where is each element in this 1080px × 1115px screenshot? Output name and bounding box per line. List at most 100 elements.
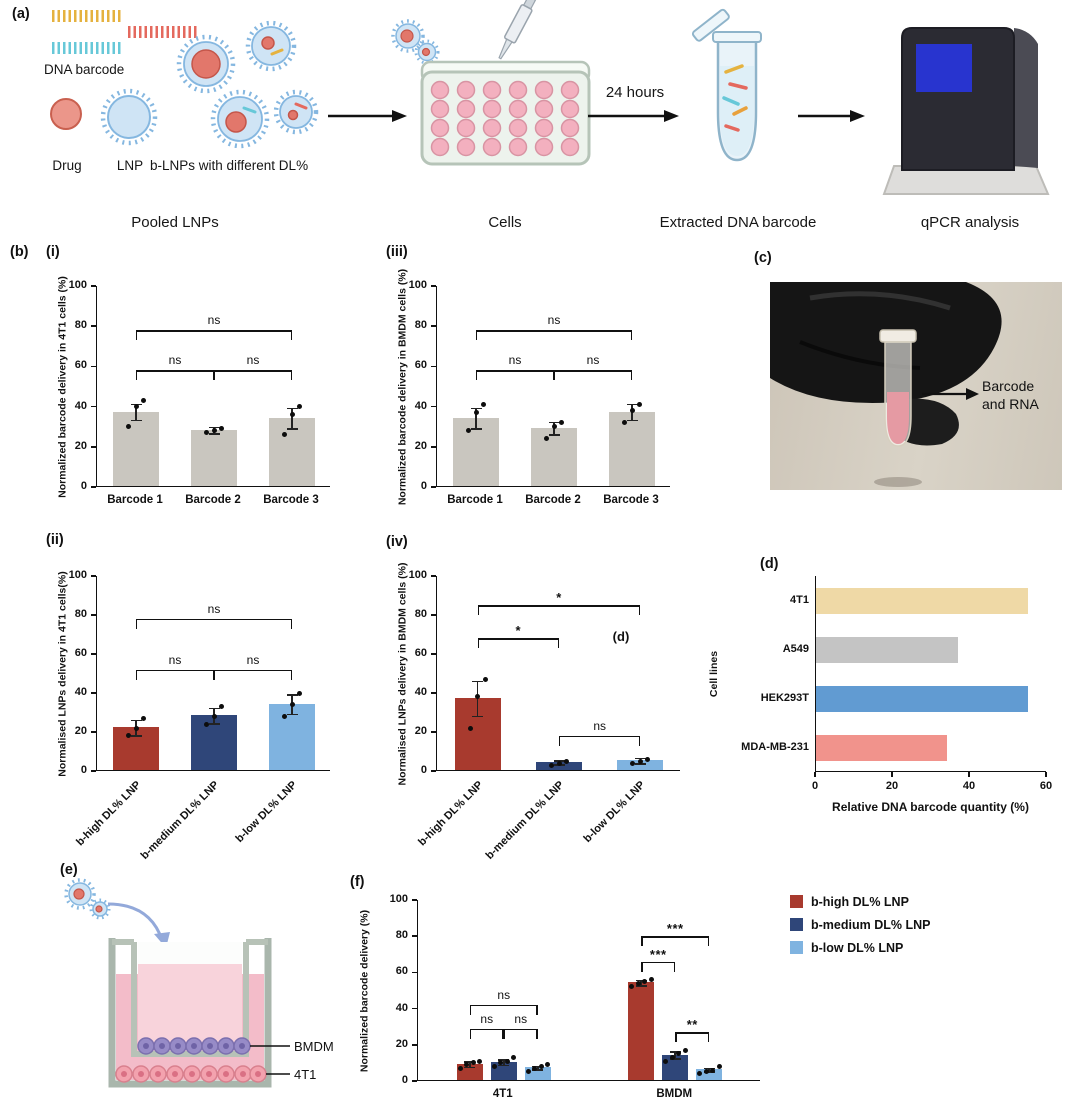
data-point: [133, 725, 139, 731]
x-tick-label: 20: [885, 780, 899, 792]
error-bar-cap: [470, 407, 482, 410]
error-bar-cap: [626, 403, 638, 406]
data-point: [637, 758, 643, 764]
bracket-line: [559, 735, 641, 738]
significance-label: ns: [207, 313, 221, 328]
data-point: [682, 1047, 688, 1053]
bracket-tick: [476, 370, 478, 381]
cells-label: Cells: [488, 214, 522, 231]
error-bar: [135, 404, 137, 421]
x-axis-label: Relative DNA barcode quantity (%): [832, 800, 1029, 814]
panel-e-label: (e): [60, 862, 78, 878]
bracket-tick: [214, 370, 216, 381]
data-point: [697, 1071, 702, 1077]
y-tick-label: 80: [414, 608, 427, 620]
data-point: [648, 977, 654, 983]
inner-label: (d): [612, 628, 630, 644]
error-bar-cap: [703, 1067, 715, 1070]
legend-item: b-high DL% LNP: [790, 890, 930, 913]
x-category-label: 4T1: [492, 1088, 513, 1100]
bracket-line: [136, 618, 292, 621]
error-bar: [291, 408, 293, 429]
y-tick-label: 0: [420, 764, 427, 776]
bracket-tick: [673, 961, 676, 972]
significance-label: ns: [547, 313, 561, 328]
data-point: [464, 1062, 469, 1068]
data-point: [551, 424, 557, 430]
error-bar-cap: [464, 1066, 476, 1069]
error-bar-cap: [208, 432, 220, 435]
x-tick-mark: [1045, 772, 1047, 777]
data-point: [538, 1064, 544, 1070]
y-axis-label: Normalized barcode delivery (%): [358, 909, 370, 1072]
y-tick-label: 100: [68, 569, 87, 581]
x-category-label: b-medium DL% LNP: [483, 779, 567, 862]
bracket-tick: [136, 669, 138, 680]
data-point: [635, 980, 641, 986]
y-tick-label: 100: [68, 279, 87, 291]
y-category-label: 4T1: [790, 593, 809, 606]
bar: [490, 1061, 517, 1080]
error-bar: [468, 1061, 471, 1068]
bar: [531, 427, 577, 486]
y-category-label: HEK293T: [760, 691, 809, 704]
bracket-tick: [503, 1028, 506, 1039]
bracket-tick: [641, 936, 643, 947]
y-tick-label: 60: [395, 965, 408, 978]
y-tick-mark: [431, 575, 436, 577]
data-point: [556, 760, 562, 766]
bracket-line: [641, 936, 710, 938]
data-point: [297, 404, 302, 410]
y-tick-mark: [91, 614, 96, 616]
x-tick-label: 0: [811, 780, 819, 792]
y-category-label: MDA-MB-231: [741, 740, 809, 753]
bracket-tick: [212, 370, 214, 381]
data-point: [204, 430, 209, 436]
significance-label: ns: [593, 718, 606, 733]
y-tick-mark: [412, 899, 417, 901]
error-bar-cap: [634, 763, 646, 765]
y-tick-mark: [412, 1080, 417, 1082]
bracket-tick: [641, 961, 643, 972]
drug-icon: [50, 98, 82, 130]
bracket-tick: [290, 618, 292, 629]
significance-label: ns: [480, 1011, 494, 1026]
y-tick-mark: [431, 446, 436, 448]
bar: [816, 685, 1028, 712]
legend-label: b-medium DL% LNP: [811, 917, 931, 932]
y-tick-mark: [431, 405, 436, 408]
bracket-tick: [477, 605, 480, 616]
y-tick-label: 20: [74, 725, 87, 737]
bracket-tick: [638, 605, 641, 616]
y-tick-mark: [431, 692, 436, 694]
dna-barcode-icon-cyan: [52, 42, 122, 54]
bar: [456, 1063, 483, 1080]
significance-label: *: [556, 590, 562, 606]
y-tick-label: 0: [420, 480, 427, 492]
error-bar-cap: [208, 707, 220, 710]
bracket-tick: [469, 1004, 472, 1015]
significance-label: ns: [246, 353, 260, 368]
bracket-line: [136, 330, 292, 332]
plot-area: * * ns (d): [436, 576, 680, 771]
error-bar-cap: [130, 719, 142, 722]
legend-swatch: [790, 918, 803, 931]
bar: [617, 760, 664, 770]
x-tick-mark: [968, 772, 970, 777]
bracket-tick: [675, 1032, 677, 1043]
bracket-line: [477, 638, 559, 640]
hours-label: 24 hours: [605, 84, 665, 101]
panel-b-i-label: (i): [46, 244, 60, 260]
error-bar-cap: [464, 1061, 476, 1063]
data-point: [467, 725, 473, 731]
data-point: [710, 1067, 715, 1073]
flow-arrow-2: [588, 110, 679, 122]
x-category-label: BMDM: [656, 1088, 693, 1100]
data-point: [559, 420, 564, 426]
bracket-tick: [707, 1032, 710, 1043]
significance-label: *: [515, 623, 522, 639]
error-bar-cap: [130, 419, 142, 422]
